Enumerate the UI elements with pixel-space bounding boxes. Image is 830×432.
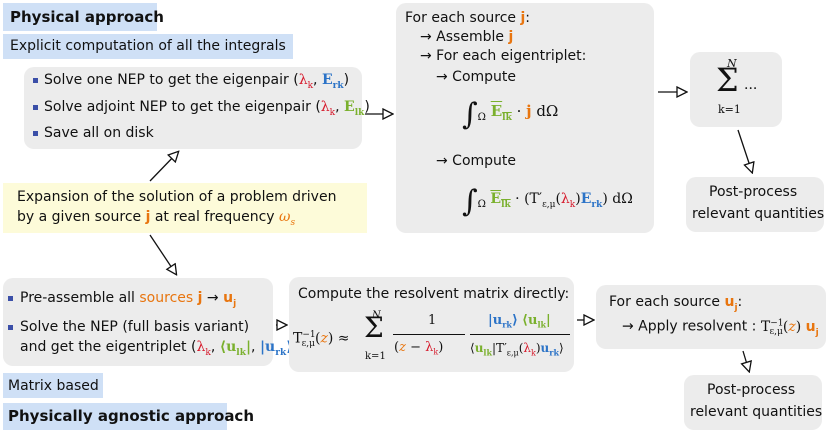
post-process-2-line2: relevant quantities [690, 404, 823, 420]
bullet-marker [33, 78, 38, 83]
physical-approach-subtitle-text: Explicit computation of all the integral… [10, 38, 286, 54]
resolvent-title: Compute the resolvent matrix directly: [298, 286, 570, 302]
matrix-based-label-text: Matrix based [8, 378, 99, 394]
matrix-item-2: Solve the NEP (full basis variant) [20, 319, 250, 335]
nep-panel [24, 67, 362, 149]
apply-line2: → Apply resolvent : T−1ε,μ(z) uj [622, 318, 819, 338]
nep-item-2: Solve adjoint NEP to get the eigenpair (… [44, 99, 370, 118]
integral-1: ∫Ω Elk · j dΩ [462, 97, 559, 132]
sum-symbol: Σ [716, 61, 739, 99]
nep-item-3: Save all on disk [44, 125, 154, 141]
expansion-box [3, 183, 367, 233]
apply-resolvent-panel [596, 285, 826, 349]
arrow-expansion-to-matrix [149, 234, 176, 274]
matrix-item-1: Pre-assemble all sources j → uj [20, 290, 237, 309]
resolvent-frac2-num: |urk⟩ ⟨ulk| [488, 313, 551, 330]
bullet-marker [33, 105, 38, 110]
post-process-panel-1 [686, 177, 824, 232]
fraction-bar [470, 334, 570, 335]
arrow-expansion-to-nep [149, 152, 178, 182]
fraction-bar [393, 334, 465, 335]
physical-approach-title-text: Physical approach [10, 8, 164, 26]
resolvent-frac1-den: (z − λk) [394, 340, 444, 357]
matrix-panel [3, 278, 273, 366]
sum-lower: k=1 [718, 103, 741, 116]
compute-step-1: → Compute [436, 69, 517, 85]
compute-step-2: → Compute [436, 153, 517, 169]
arrow-apply-to-post2 [743, 350, 749, 371]
post-process-1-line1: Post-process [709, 184, 798, 200]
eigentriplet-step: → For each eigentriplet: [420, 48, 587, 64]
matrix-based-label [3, 373, 103, 398]
post-process-panel-2 [684, 375, 822, 430]
resolvent-frac2-den: ⟨ulk|T′ε,μ(λk)urk⟩ [470, 341, 564, 358]
resolvent-sum-upper: N [372, 310, 381, 321]
expansion-line1: Expansion of the solution of a problem d… [17, 189, 337, 205]
matrix-item-3: and get the eigentriplet (λk, ⟨ulk|, |ur… [20, 339, 298, 358]
resolvent-sum-lower: k=1 [365, 351, 386, 362]
sum-panel [690, 52, 782, 127]
physical-approach-subtitle [3, 34, 293, 59]
resolvent-formula-lhs: T−1ε,μ(z) ≈ [293, 330, 350, 350]
physically-agnostic-label [3, 403, 227, 430]
arrow-sum-to-post1 [737, 129, 752, 172]
nep-item-1: Solve one NEP to get the eigenpair (λk, … [44, 72, 350, 91]
resolvent-sum-symbol: Σ [364, 311, 384, 344]
source-loop-panel [396, 3, 654, 233]
bullet-marker [33, 131, 38, 136]
post-process-2-line1: Post-process [707, 382, 796, 398]
post-process-1-line2: relevant quantities [692, 206, 825, 222]
integral-2: ∫Ω Elk · (T′ε,μ(λk)Erk) dΩ [462, 184, 633, 219]
assemble-step: → Assemble j [420, 29, 514, 45]
resolvent-panel [289, 277, 574, 372]
resolvent-frac1-num: 1 [428, 313, 437, 328]
physical-approach-title [3, 3, 157, 31]
source-loop-line1: For each source j: [405, 10, 531, 26]
bullet-marker [8, 325, 13, 330]
sum-upper: N [727, 57, 737, 70]
bullet-marker [8, 296, 13, 301]
sum-dots: ··· [744, 81, 758, 97]
apply-line1: For each source uj: [609, 294, 743, 313]
expansion-line2: by a given source j at real frequency ωs [17, 209, 296, 228]
physically-agnostic-label-text: Physically agnostic approach [8, 407, 255, 425]
